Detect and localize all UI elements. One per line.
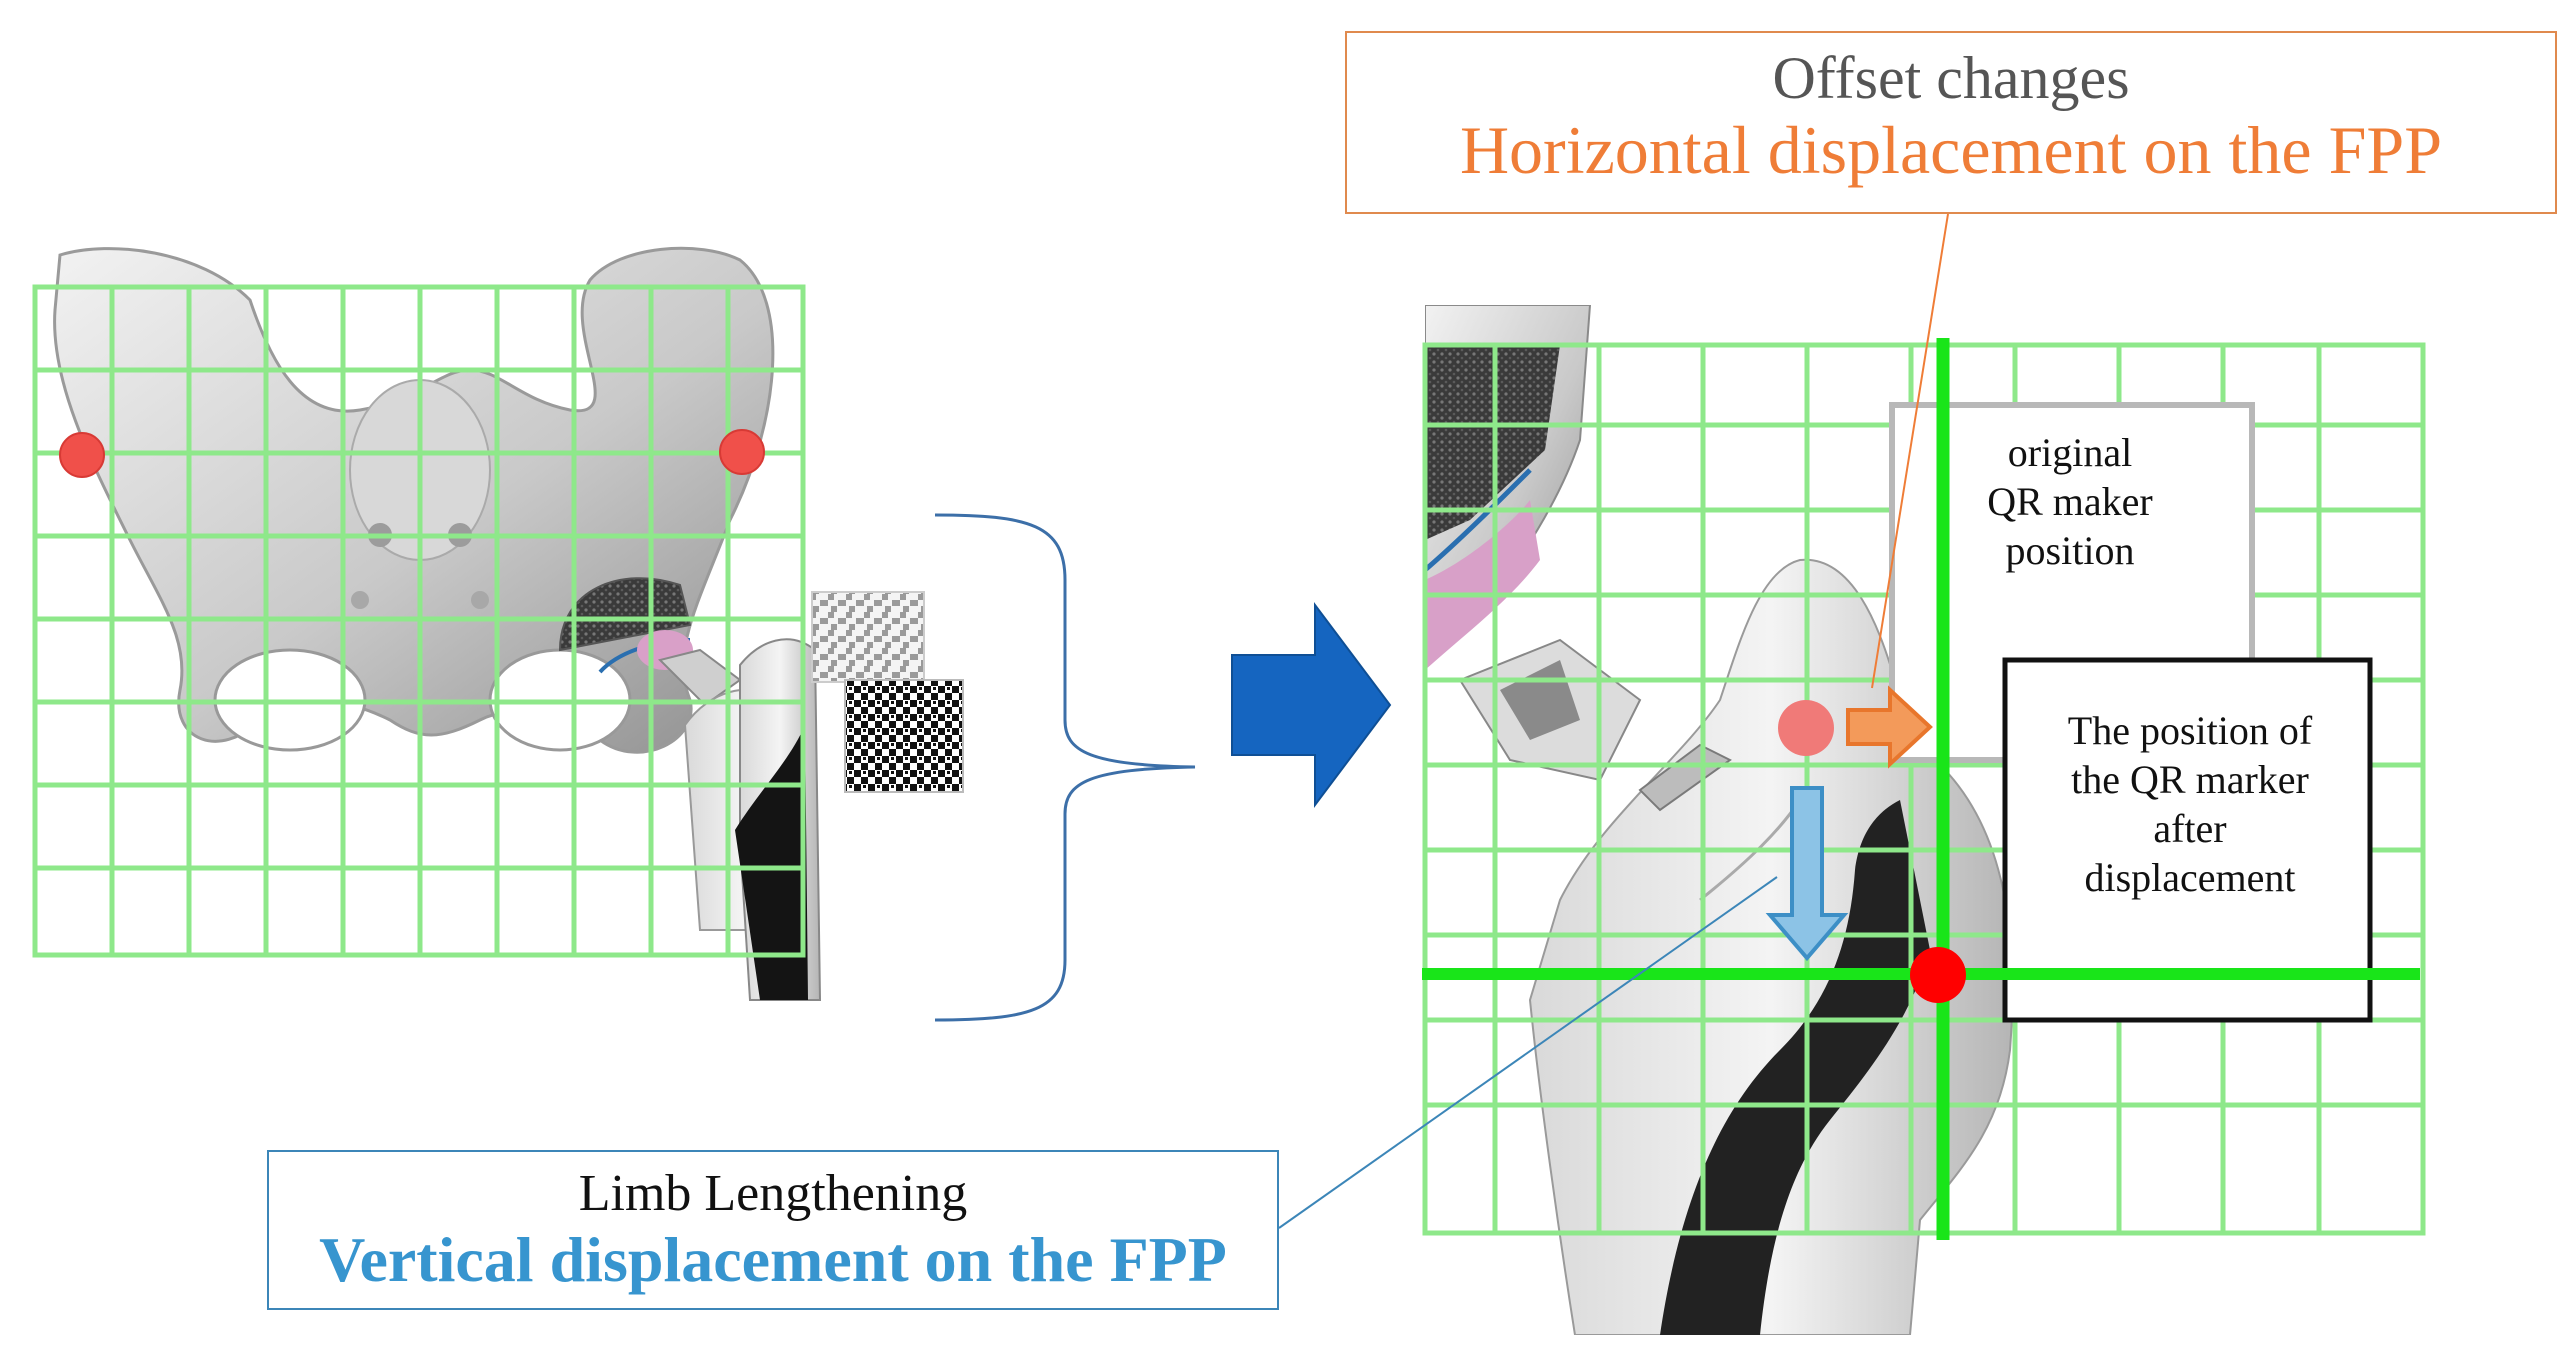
pelvis-landmark-left	[59, 432, 105, 478]
offset-callout-connector	[1871, 213, 1949, 689]
pelvis-landmark-right	[719, 429, 765, 475]
displaced-marker-box	[2002, 657, 2373, 1023]
pelvis-model	[53, 246, 822, 1001]
original-marker-label: original QR maker position	[1950, 428, 2190, 575]
offset-callout-subtitle: Horizontal displacement on the FPP	[1459, 112, 2443, 188]
bracket	[934, 513, 1196, 1022]
limb-callout-subtitle: Vertical displacement on the FPP	[319, 1224, 1227, 1295]
qr-marker-original	[811, 591, 925, 683]
limb-callout-title: Limb Lengthening	[578, 1165, 968, 1222]
limb-callout-connector	[1278, 876, 1778, 1229]
original-label-line: QR maker	[1987, 479, 2153, 524]
original-label-line: original	[2007, 430, 2133, 475]
displaced-label-line: The position of	[2067, 708, 2313, 753]
displaced-marker-label: The position of the QR marker after disp…	[2015, 706, 2365, 902]
displaced-label-line: the QR marker	[2071, 757, 2309, 802]
original-label-line: position	[2005, 528, 2135, 573]
displaced-label-line: after	[2153, 806, 2227, 851]
left-grid	[32, 284, 806, 958]
transition-arrow	[1231, 602, 1392, 808]
marker-original-dot	[1778, 700, 1834, 756]
offset-callout-title: Offset changes	[1772, 45, 2130, 111]
offset-arrow	[1846, 685, 1933, 769]
qr-marker-displaced	[844, 679, 964, 793]
marker-after-dot	[1910, 947, 1966, 1003]
limb-arrow	[1765, 786, 1849, 962]
displaced-label-line: displacement	[2084, 855, 2296, 900]
offset-changes-callout: Offset changes Horizontal displacement o…	[1345, 31, 2557, 214]
limb-lengthening-callout: Limb Lengthening Vertical displacement o…	[267, 1150, 1279, 1310]
